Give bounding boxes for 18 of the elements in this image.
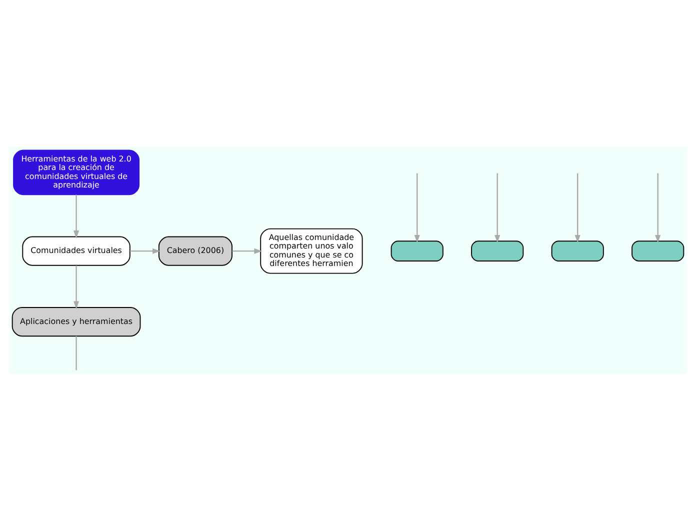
arrow	[74, 194, 80, 238]
node-box: Cabero (2006)	[158, 236, 232, 266]
arrow	[655, 172, 661, 242]
arrow	[232, 248, 262, 254]
node-box: Aplicaciones y herramientas	[12, 306, 141, 336]
node-box	[471, 240, 524, 261]
arrow	[74, 265, 80, 309]
arrow	[494, 172, 500, 242]
node-box: Herramientas de la web 2.0 para la creación de comunidades virtuales de aprendizaje	[13, 149, 140, 195]
arrow	[414, 172, 420, 242]
node-box	[551, 240, 604, 261]
arrow	[574, 172, 580, 242]
node-box: Comunidades virtuales	[22, 236, 130, 266]
node-box	[390, 240, 444, 261]
node-box: Aquellas comunidade comparten unos valo comunes y que se co diferentes herramien	[260, 228, 363, 274]
connector	[76, 336, 77, 370]
arrow	[130, 248, 160, 254]
node-box	[632, 240, 684, 261]
